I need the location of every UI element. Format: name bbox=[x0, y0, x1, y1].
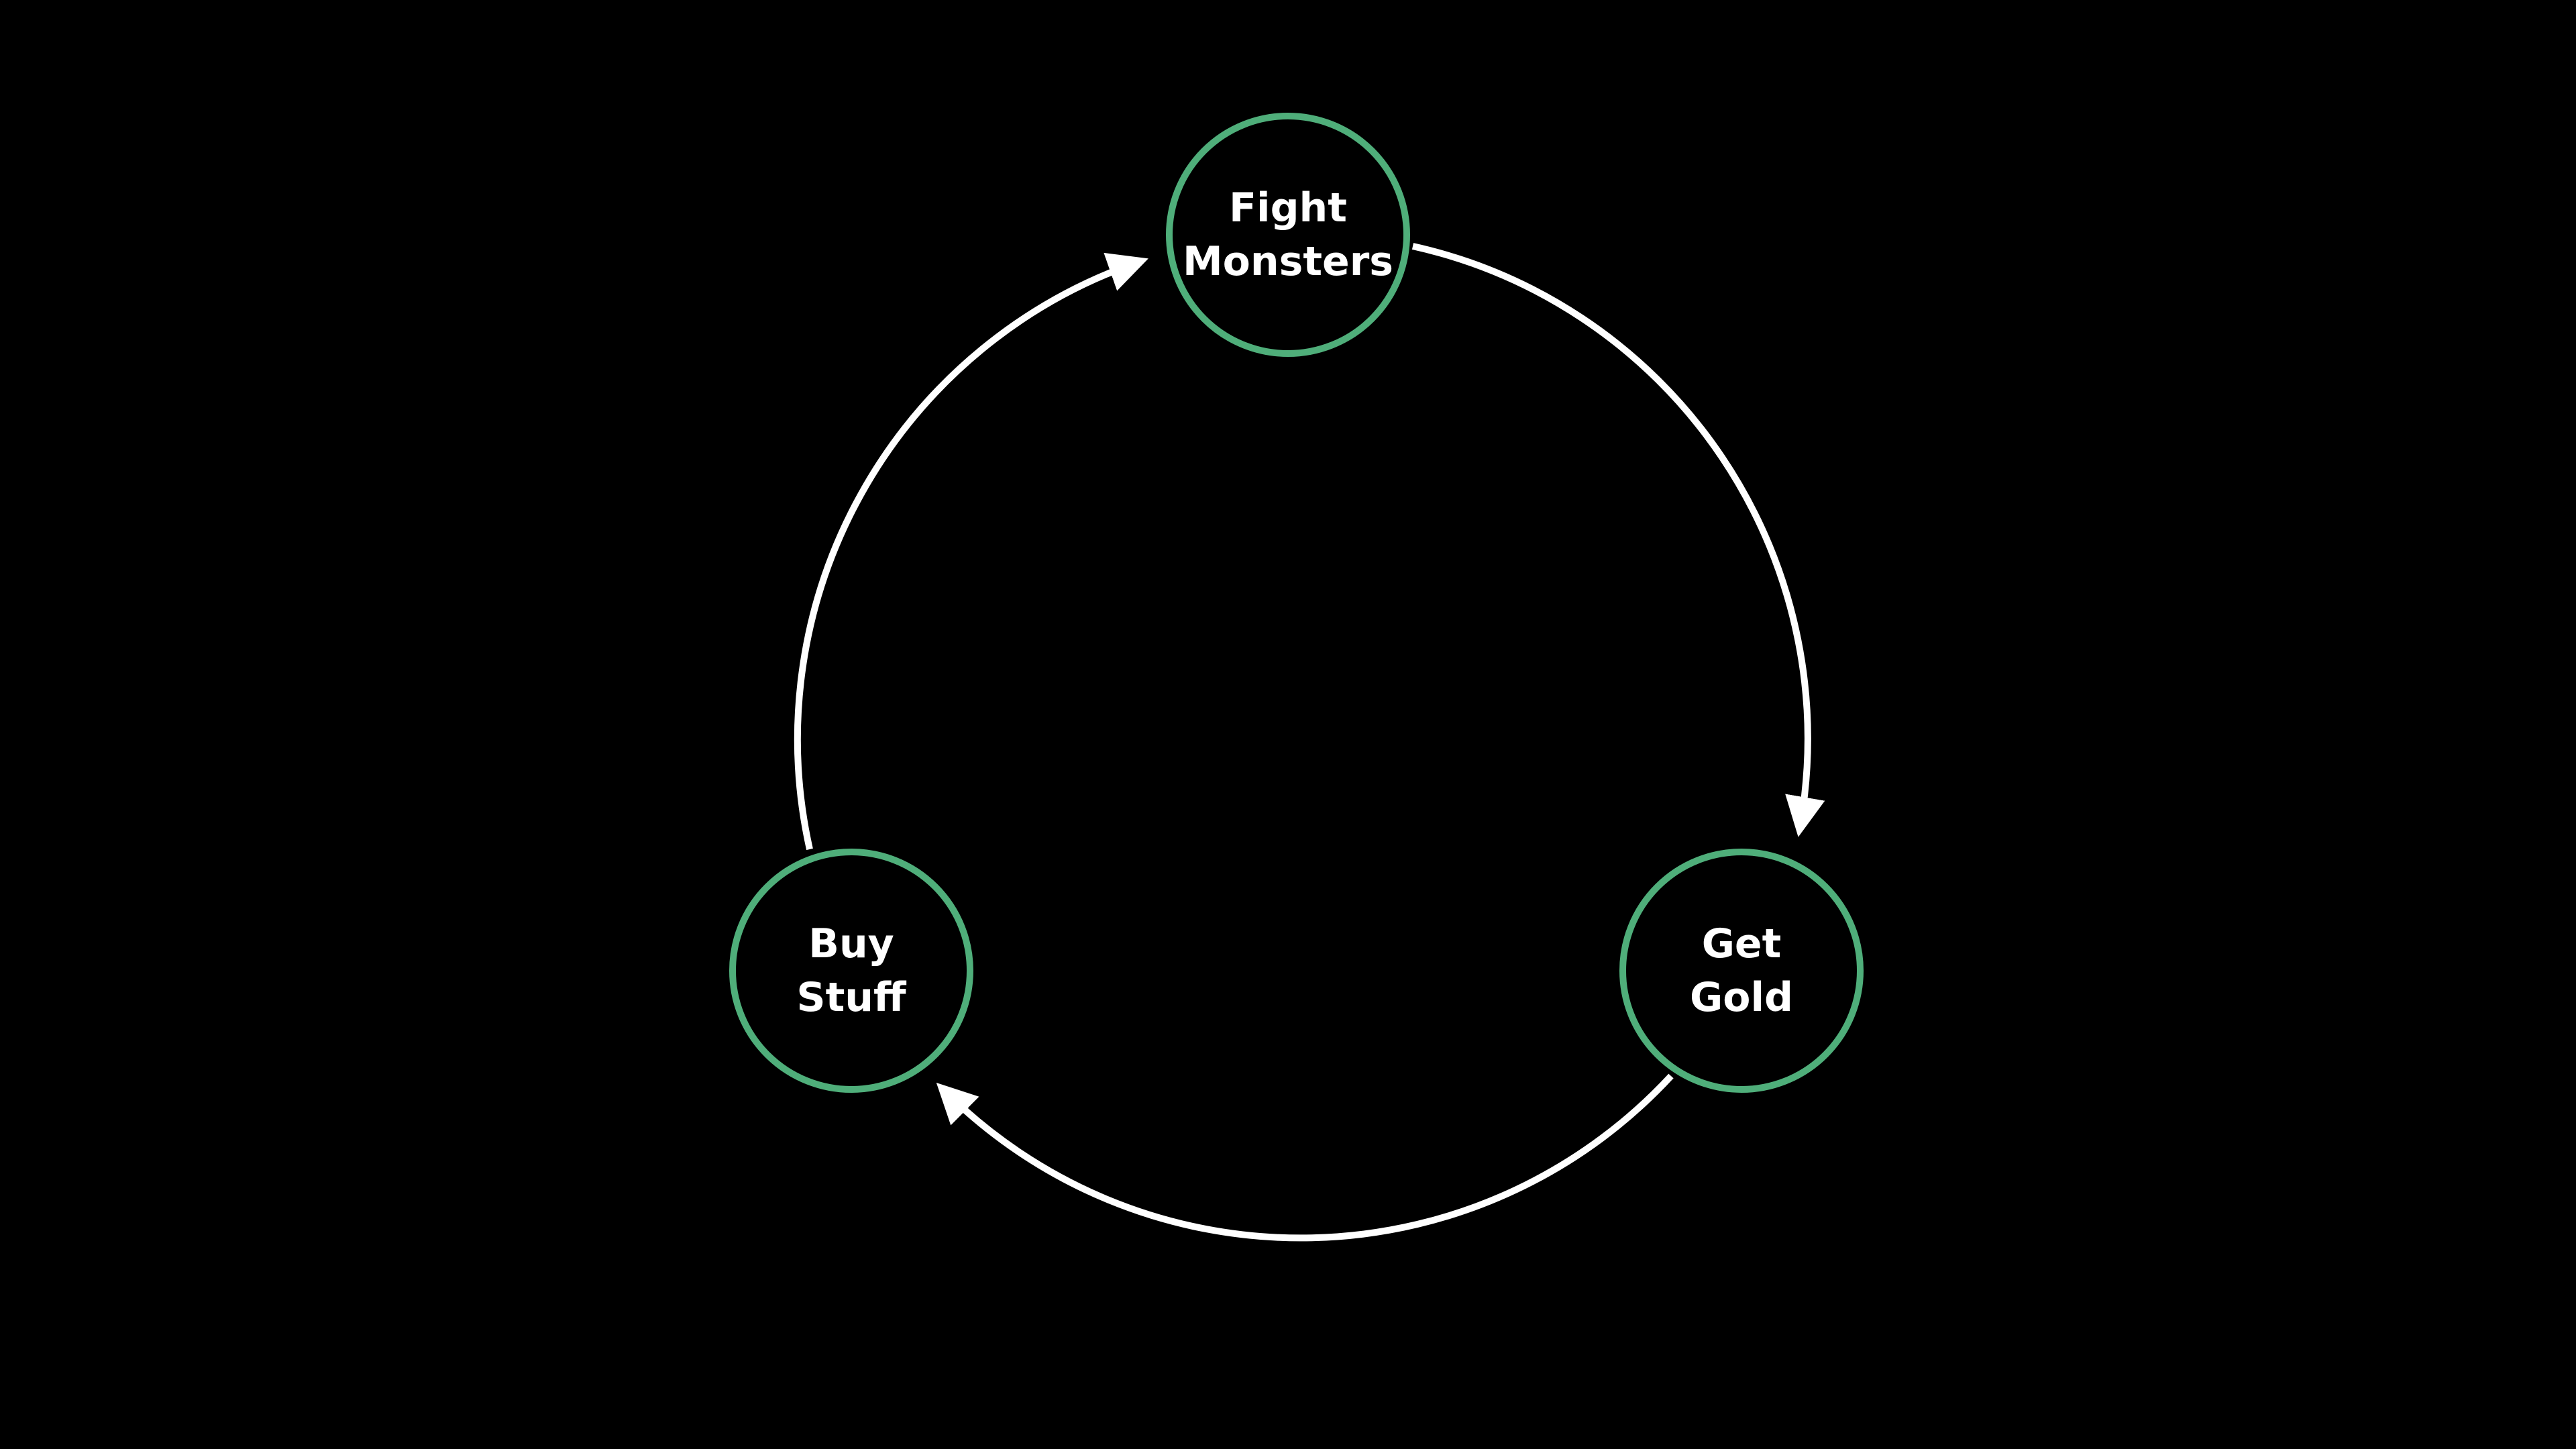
arrow-buy-to-fight bbox=[794, 252, 1148, 851]
arrow-fight-to-gold bbox=[1411, 243, 1825, 837]
node-label-line1: Buy bbox=[808, 920, 894, 967]
node-fight-monsters: Fight Monsters bbox=[1166, 113, 1410, 357]
node-label-line1: Get bbox=[1701, 920, 1782, 967]
node-buy-stuff: Buy Stuff bbox=[729, 849, 973, 1093]
node-get-gold: Get Gold bbox=[1619, 849, 1864, 1093]
arrow-gold-to-buy bbox=[936, 1073, 1674, 1242]
node-label-line1: Fight bbox=[1229, 184, 1347, 231]
node-label-line2: Monsters bbox=[1182, 238, 1394, 285]
node-label-line2: Stuff bbox=[796, 974, 906, 1021]
node-label-line2: Gold bbox=[1690, 974, 1793, 1021]
